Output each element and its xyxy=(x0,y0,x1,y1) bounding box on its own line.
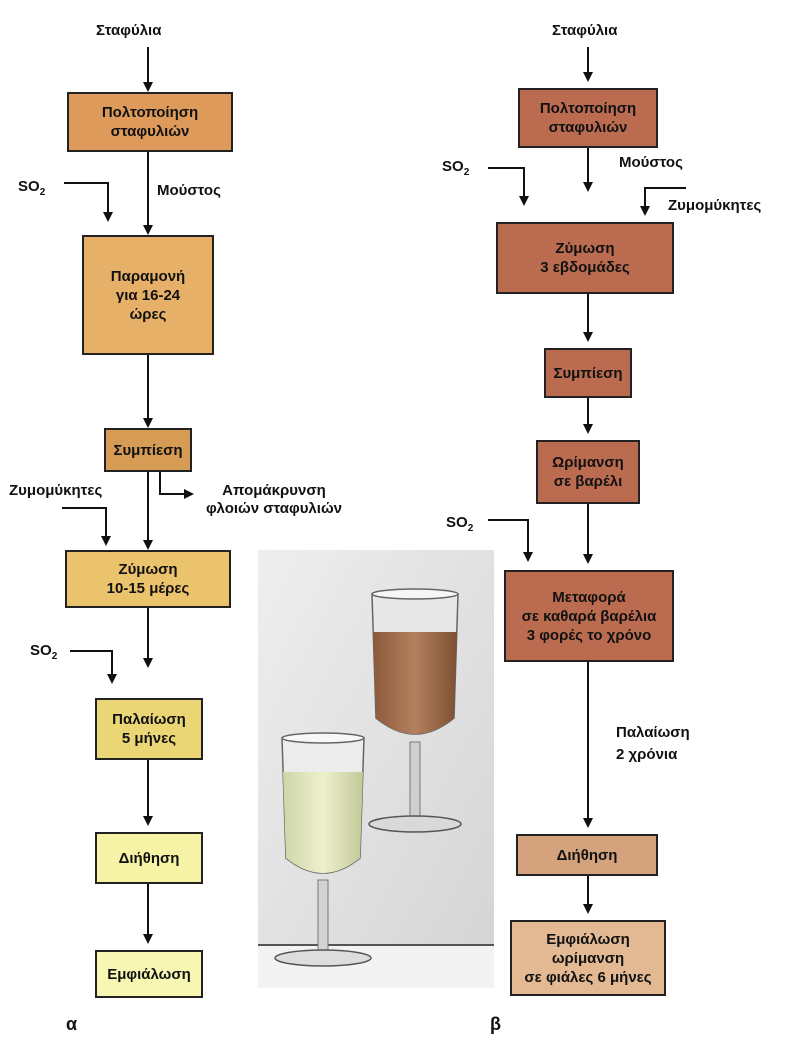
arrow-b-so2b xyxy=(488,519,533,562)
a-press-box: Συμπίεση xyxy=(104,428,192,472)
a-yeast-label: Ζυμομύκητες xyxy=(9,482,103,499)
panel-a-label: α xyxy=(66,1014,78,1034)
a-so2-label: SO2 xyxy=(18,178,46,198)
b-transfer-box: Μεταφορά σε καθαρά βαρέλια 3 φορές το χρ… xyxy=(504,570,674,662)
arrow-a-so2 xyxy=(64,182,113,222)
arrow-b-so2 xyxy=(488,167,529,206)
b-mature-box: Ωρίμανση σε βαρέλι xyxy=(536,440,640,504)
b-so2-label: SO2 xyxy=(442,158,470,178)
b-age-label: Παλαίωση 2 χρόνια xyxy=(616,724,690,763)
a-filter-box: Διήθηση xyxy=(95,832,203,884)
b-bottle-box: Εμφιάλωση ωρίμανση σε φιάλες 6 μήνες xyxy=(510,920,666,996)
b-press-box: Συμπίεση xyxy=(544,348,632,398)
b-must-label: Μούστος xyxy=(619,154,683,171)
arrow-a-yeast xyxy=(62,507,111,546)
a-must-label: Μούστος xyxy=(157,182,221,199)
b-start-label: Σταφύλια xyxy=(552,22,618,39)
panel-b-label: β xyxy=(490,1014,501,1034)
arrow-a-remove xyxy=(159,472,194,499)
arrow-a-so2b xyxy=(70,650,117,684)
a-start-label: Σταφύλια xyxy=(96,22,162,39)
arrow-b-yeast xyxy=(640,187,686,216)
a-so2b-label: SO2 xyxy=(30,642,58,662)
b-filter-box: Διήθηση xyxy=(516,834,658,876)
a-crush-box: Πολτοποίηση σταφυλιών xyxy=(67,92,233,152)
b-yeast-label: Ζυμομύκητες xyxy=(668,197,762,214)
a-stand-box: Παραμονή για 16-24 ώρες xyxy=(82,235,214,355)
a-age-box: Παλαίωση 5 μήνες xyxy=(95,698,203,760)
b-so2b-label: SO2 xyxy=(446,514,474,534)
b-crush-box: Πολτοποίηση σταφυλιών xyxy=(518,88,658,148)
a-bottle-box: Εμφιάλωση xyxy=(95,950,203,998)
b-ferment-box: Ζύμωση 3 εβδομάδες xyxy=(496,222,674,294)
a-remove-label: Απομάκρυνση φλοιών σταφυλιών xyxy=(206,482,342,517)
wine-glasses-photo xyxy=(258,550,494,988)
a-ferment-box: Ζύμωση 10-15 μέρες xyxy=(65,550,231,608)
